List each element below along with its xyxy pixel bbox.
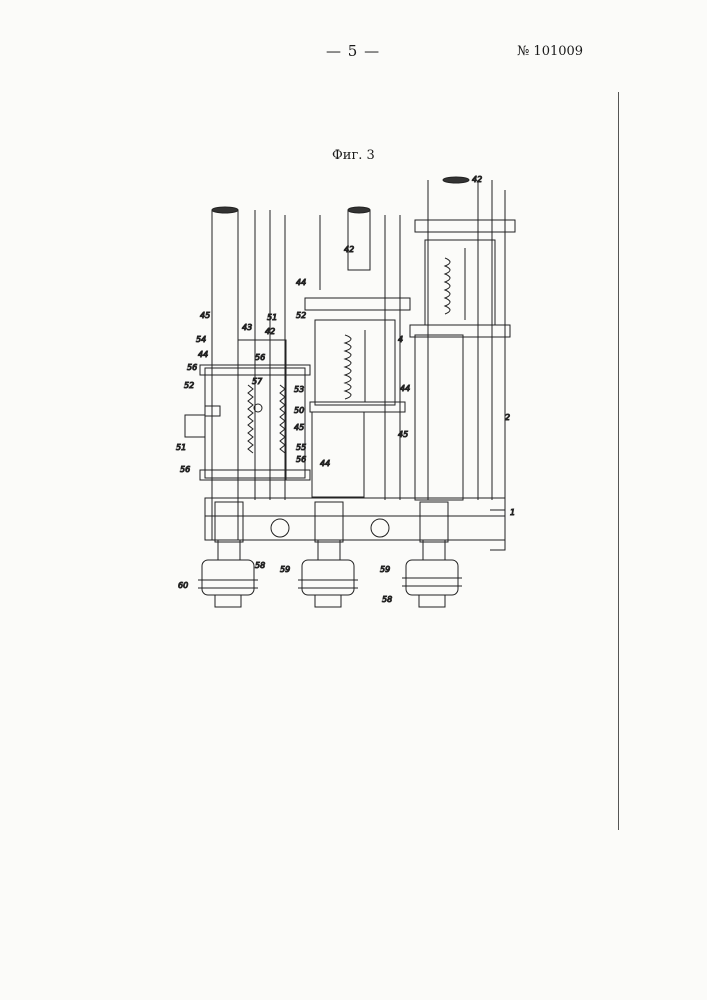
callout-c26: 2 [505, 413, 510, 422]
callout-c32: 58 [382, 595, 392, 604]
callout-c30: 59 [380, 565, 390, 574]
callout-c9: 51 [267, 313, 277, 322]
callout-c1: 42 [472, 175, 482, 184]
page-number: — 5 — [326, 42, 380, 60]
callout-c12: 56 [255, 353, 265, 362]
callout-c24: 45 [398, 430, 408, 439]
callout-c27: 1 [510, 508, 515, 517]
callout-c6: 56 [187, 363, 197, 372]
callout-c31: 60 [178, 581, 188, 590]
callout-c5: 54 [196, 335, 206, 344]
patent-number: № 101009 [517, 44, 583, 59]
callout-c11: 52 [296, 311, 306, 320]
callout-c29: 59 [280, 565, 290, 574]
callout-c15: 52 [184, 381, 194, 390]
callout-c21: 56 [180, 465, 190, 474]
callout-c14: 53 [294, 385, 304, 394]
figure-caption: Фиг. 3 [332, 148, 375, 163]
page-edge-line [618, 92, 619, 830]
callout-c10: 42 [265, 327, 275, 336]
callout-c7: 44 [198, 350, 208, 359]
drawing-geometry [185, 177, 515, 607]
callout-c13: 57 [252, 377, 263, 386]
callout-c8: 43 [242, 323, 252, 332]
callout-c3: 44 [296, 278, 306, 287]
callout-c16: 50 [294, 406, 304, 415]
callout-c19: 55 [296, 443, 306, 452]
callout-c28: 58 [255, 561, 265, 570]
callout-c22: 44 [320, 459, 330, 468]
callout-c4: 45 [200, 311, 210, 320]
callout-c23: 44 [400, 384, 410, 393]
callout-c17: 45 [294, 423, 304, 432]
technical-drawing: 42 42 44 45 54 56 44 43 51 42 52 56 57 5… [160, 170, 540, 630]
callout-c20: 56 [296, 455, 306, 464]
callout-c18: 51 [176, 443, 186, 452]
callout-c2: 42 [344, 245, 354, 254]
callout-c25: 4 [398, 335, 403, 344]
